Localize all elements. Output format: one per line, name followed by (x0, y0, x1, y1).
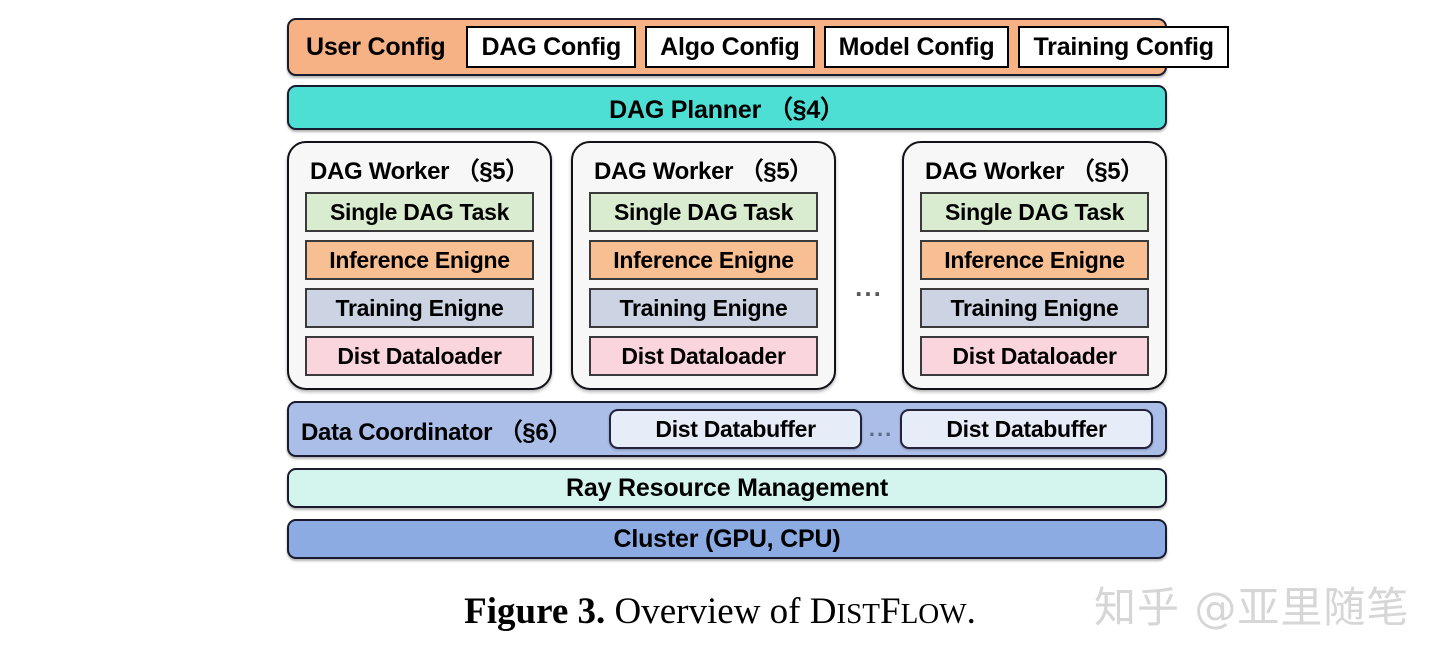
dag-worker-1-training-engine[interactable]: Training Enigne (305, 288, 534, 328)
config-box-algo-label: Algo Config (660, 32, 800, 61)
config-box-algo[interactable]: Algo Config (645, 26, 815, 68)
architecture-diagram: User Config DAG Config Algo Config Model… (287, 18, 1229, 559)
config-box-training[interactable]: Training Config (1018, 26, 1229, 68)
dag-worker-2-single-dag-task[interactable]: Single DAG Task (589, 192, 818, 232)
dag-worker-3-dist-dataloader[interactable]: Dist Dataloader (920, 336, 1149, 376)
dag-worker-2-training-engine-label: Training Enigne (619, 294, 788, 321)
dag-planner-label: DAG Planner （§4） (609, 95, 845, 124)
dist-databuffer-2[interactable]: Dist Databuffer (900, 409, 1153, 449)
dag-worker-1-single-dag-task[interactable]: Single DAG Task (305, 192, 534, 232)
dag-worker-3-single-dag-task[interactable]: Single DAG Task (920, 192, 1149, 232)
data-coordinator-label: Data Coordinator （§6） (301, 418, 573, 446)
dag-worker-3-training-engine-label: Training Enigne (950, 294, 1119, 321)
dag-worker-2-dist-dataloader[interactable]: Dist Dataloader (589, 336, 818, 376)
config-box-dag-label: DAG Config (481, 32, 622, 61)
zhihu-watermark: 知乎 @亚里随笔 (1094, 583, 1410, 632)
config-box-model[interactable]: Model Config (823, 26, 1010, 68)
dag-worker-3-single-dag-task-label: Single DAG Task (944, 198, 1125, 225)
dag-worker-1: DAG Worker （§5） Single DAG Task Inferenc… (287, 141, 552, 390)
dag-worker-3-training-engine[interactable]: Training Enigne (920, 288, 1149, 328)
dag-worker-2-training-engine[interactable]: Training Enigne (589, 288, 818, 328)
cluster-label: Cluster (GPU, CPU) (613, 524, 841, 553)
figure-caption-system-ist: IST (836, 598, 880, 630)
dag-worker-3-inference-engine[interactable]: Inference Enigne (920, 240, 1149, 280)
figure-caption-system-f: F (879, 591, 901, 632)
figure-caption-system-low: LOW (900, 598, 967, 630)
user-config-row: User Config DAG Config Algo Config Model… (287, 18, 1229, 76)
dag-worker-1-single-dag-task-label: Single DAG Task (329, 198, 510, 225)
dag-worker-1-dist-dataloader-label: Dist Dataloader (337, 342, 502, 369)
dag-worker-2-single-dag-task-label: Single DAG Task (613, 198, 794, 225)
figure-caption-period: . (966, 591, 976, 632)
dag-worker-2-inference-engine[interactable]: Inference Enigne (589, 240, 818, 280)
databuffer-ellipsis: ... (868, 416, 894, 441)
config-box-training-label: Training Config (1033, 32, 1214, 61)
dag-worker-3-inference-engine-label: Inference Enigne (944, 246, 1125, 273)
user-config-label: User Config (306, 32, 446, 61)
cluster-band: Cluster (GPU, CPU) (287, 519, 1167, 559)
dag-worker-2-dist-dataloader-label: Dist Dataloader (621, 342, 786, 369)
dag-worker-1-inference-engine-label: Inference Enigne (329, 246, 510, 273)
dag-planner-band: DAG Planner （§4） (287, 85, 1167, 130)
workers-ellipsis-gap: ... (836, 141, 902, 390)
figure-caption-text: Overview of (614, 591, 801, 632)
dag-worker-2-inference-engine-label: Inference Enigne (613, 246, 794, 273)
dag-worker-3-title: DAG Worker （§5） (924, 158, 1145, 185)
config-box-model-label: Model Config (838, 32, 995, 61)
dag-worker-1-dist-dataloader[interactable]: Dist Dataloader (305, 336, 534, 376)
dag-worker-1-training-engine-label: Training Enigne (335, 294, 504, 321)
workers-ellipsis: ... (855, 271, 883, 302)
dag-worker-3: DAG Worker （§5） Single DAG Task Inferenc… (902, 141, 1167, 390)
figure-caption-system-d: D (809, 591, 837, 632)
dag-worker-1-title: DAG Worker （§5） (309, 158, 530, 185)
figure-caption: Figure 3. Overview of DISTFLOW. (0, 590, 1440, 633)
dag-worker-2-title: DAG Worker （§5） (593, 158, 814, 185)
dist-databuffer-1-label: Dist Databuffer (655, 415, 816, 442)
dag-worker-3-dist-dataloader-label: Dist Dataloader (952, 342, 1117, 369)
dag-worker-1-inference-engine[interactable]: Inference Enigne (305, 240, 534, 280)
dag-workers-row: DAG Worker （§5） Single DAG Task Inferenc… (287, 141, 1167, 390)
dist-databuffer-1[interactable]: Dist Databuffer (609, 409, 863, 449)
ray-resource-management-band: Ray Resource Management (287, 468, 1167, 508)
figure-caption-number: Figure 3. (464, 591, 606, 632)
ray-resource-management-label: Ray Resource Management (566, 473, 888, 502)
dag-worker-2: DAG Worker （§5） Single DAG Task Inferenc… (571, 141, 836, 390)
config-box-dag[interactable]: DAG Config (466, 26, 637, 68)
dist-databuffer-2-label: Dist Databuffer (946, 415, 1107, 442)
data-coordinator-row: Data Coordinator （§6） Dist Databuffer ..… (287, 401, 1167, 457)
